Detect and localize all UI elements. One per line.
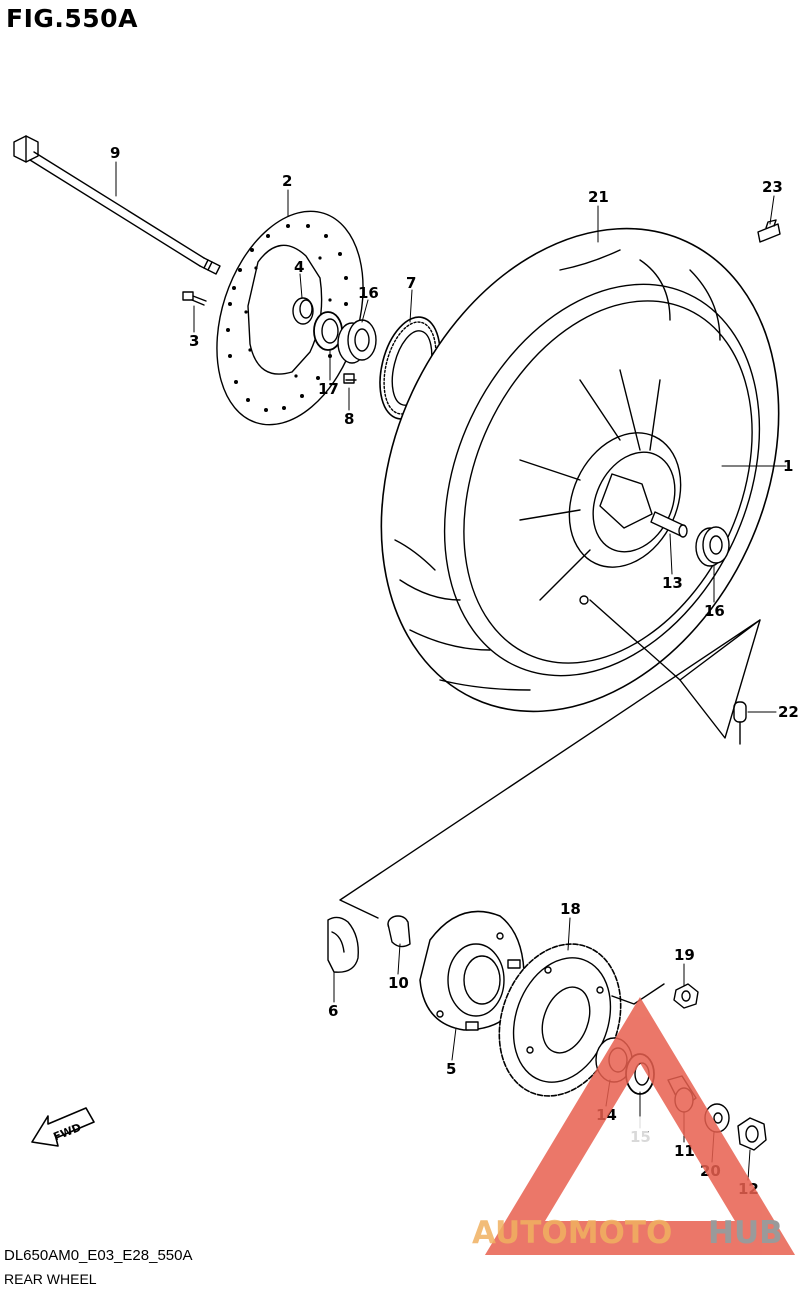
figure-title: FIG.550A bbox=[6, 4, 138, 33]
sprocket-part bbox=[498, 943, 622, 1097]
watermark-logo bbox=[484, 996, 796, 1255]
axle-spacer-part bbox=[650, 511, 688, 538]
callout-22: 22 bbox=[778, 703, 799, 721]
bearing-right-part bbox=[695, 526, 730, 567]
callout-18: 18 bbox=[560, 900, 581, 918]
callout-6: 6 bbox=[328, 1002, 338, 1020]
sprocket-nut-part bbox=[611, 983, 699, 1009]
sprocket-hub-part bbox=[419, 910, 525, 1031]
callout-16a: 16 bbox=[358, 284, 379, 302]
valve-part bbox=[733, 701, 747, 745]
callout-5: 5 bbox=[446, 1060, 456, 1078]
callout-23: 23 bbox=[762, 178, 783, 196]
spacer-part bbox=[292, 297, 314, 325]
callout-16b: 16 bbox=[704, 602, 725, 620]
disc-bolt-part bbox=[182, 291, 207, 306]
callout-13: 13 bbox=[662, 574, 683, 592]
callout-4: 4 bbox=[294, 258, 304, 276]
callout-2: 2 bbox=[282, 172, 292, 190]
axle-nut-part bbox=[737, 1117, 767, 1151]
diagram-name: REAR WHEEL bbox=[4, 1271, 97, 1287]
balance-weight-part bbox=[757, 219, 781, 243]
watermark-text-automoto: AUTOMOTO bbox=[472, 1215, 672, 1251]
diagram-code: DL650AM0_E03_E28_550A bbox=[4, 1247, 193, 1264]
callout-7: 7 bbox=[406, 274, 416, 292]
hub-spacer-part bbox=[387, 915, 411, 948]
fwd-arrow-icon bbox=[31, 1107, 95, 1147]
damper-part bbox=[327, 916, 359, 973]
callout-19: 19 bbox=[674, 946, 695, 964]
callout-10: 10 bbox=[388, 974, 409, 992]
bearing-left-part bbox=[337, 319, 377, 364]
callout-17: 17 bbox=[318, 380, 339, 398]
callout-1: 1 bbox=[783, 457, 793, 475]
callout-3: 3 bbox=[189, 332, 199, 350]
callout-21: 21 bbox=[588, 188, 609, 206]
sensor-screw-part bbox=[343, 373, 357, 384]
watermark-text-hub: HUB bbox=[708, 1215, 783, 1251]
callout-11: 11 bbox=[674, 1142, 695, 1160]
callout-9: 9 bbox=[110, 144, 120, 162]
axle-part bbox=[13, 135, 221, 275]
callout-8: 8 bbox=[344, 410, 354, 428]
hub-connection-line bbox=[339, 599, 761, 919]
brake-disc-part bbox=[216, 210, 364, 426]
rear-wheel-tire-part bbox=[380, 227, 780, 713]
